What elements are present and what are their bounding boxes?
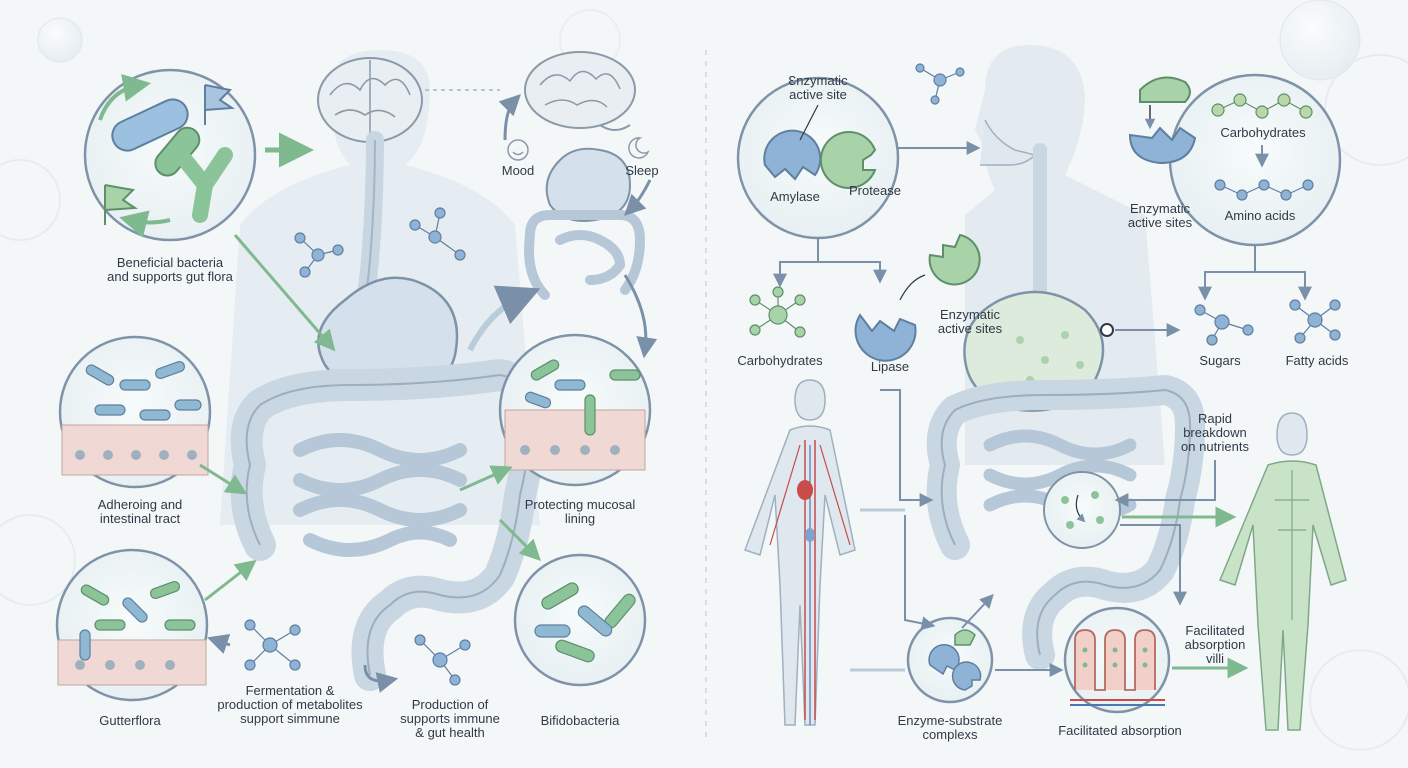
label-sleep: Sleep — [625, 163, 659, 178]
right-flow-arrows — [773, 141, 1312, 679]
carbohydrate-chain-icon — [1211, 93, 1313, 119]
label-carbohydrates-right: Carbohydrates — [1220, 125, 1306, 140]
label-amylase: Amylase — [770, 189, 820, 204]
circulatory-body-figure — [744, 379, 856, 726]
label-beneficial-bacteria: Beneficial bacteria and supports gut flo… — [107, 255, 233, 284]
label-enzymatic-active-sites-mid: Enzymatic active sites — [937, 307, 1003, 336]
label-amino-acids: Amino acids — [1224, 208, 1296, 223]
label-protecting-mucosal: Protecting mucosal lining — [524, 497, 636, 526]
protecting-mucosal-circle — [498, 333, 652, 487]
sleep-moon-icon — [628, 137, 650, 159]
label-carbohydrates-left: Carbohydrates — [737, 353, 823, 368]
label-adhering: Adheroing and intestinal tract — [97, 497, 183, 526]
left-flow-arrows — [199, 89, 658, 693]
label-sugars: Sugars — [1199, 353, 1241, 368]
muscular-body-figure — [1218, 412, 1347, 731]
right-molecule-icons — [749, 63, 1341, 346]
left-top-brain-icon — [524, 51, 636, 131]
label-facilitated-absorption-villi: Facilitated absorption villi — [1184, 623, 1246, 666]
mood-face-icon — [507, 139, 529, 161]
label-mood: Mood — [501, 163, 535, 178]
label-rapid-breakdown: Rapid breakdown on nutrients — [1181, 411, 1249, 454]
label-enzymatic-active-site: Ɛnzymatic active site — [788, 73, 848, 102]
label-facilitated-absorption: Facilitated absorption — [1058, 723, 1182, 738]
label-lipase: Lipase — [870, 359, 910, 374]
amino-acid-chain-icon — [1214, 179, 1314, 201]
enzyme-lock-icon — [1128, 76, 1197, 165]
left-top-stomach — [545, 147, 632, 222]
label-fermentation: Fermentation & production of metabolites… — [217, 683, 363, 726]
label-bifidobacteria: Bifidobacteria — [540, 713, 620, 728]
beneficial-bacteria-circle — [83, 68, 257, 242]
lipase-enzyme-icon — [854, 233, 981, 362]
left-top-intestine — [524, 209, 646, 300]
background-bubbles — [0, 0, 1408, 751]
absorption-villi-circle — [1063, 606, 1171, 714]
enzymatic-active-site-circle — [736, 76, 900, 240]
label-protease: Protease — [848, 183, 902, 198]
gut-flora-circle — [55, 548, 209, 702]
nutrient-breakdown-circle — [1043, 471, 1121, 549]
label-gut-flora: Gutterflora — [99, 713, 161, 728]
label-fatty-acids: Fatty acids — [1285, 353, 1349, 368]
bifidobacteria-circle — [513, 553, 647, 687]
label-enzymatic-active-sites-right: Enzymatic active sites — [1127, 201, 1193, 230]
label-enzyme-substrate: Enzyme-substrate complexs — [897, 713, 1003, 742]
label-production: Production of supports immune & gut heal… — [400, 697, 500, 740]
adhering-circle — [58, 335, 212, 489]
left-brain-icon — [317, 57, 423, 143]
enzyme-substrate-circle — [906, 616, 994, 704]
left-small-intestine — [293, 433, 467, 557]
left-molecule-icons — [244, 207, 471, 686]
